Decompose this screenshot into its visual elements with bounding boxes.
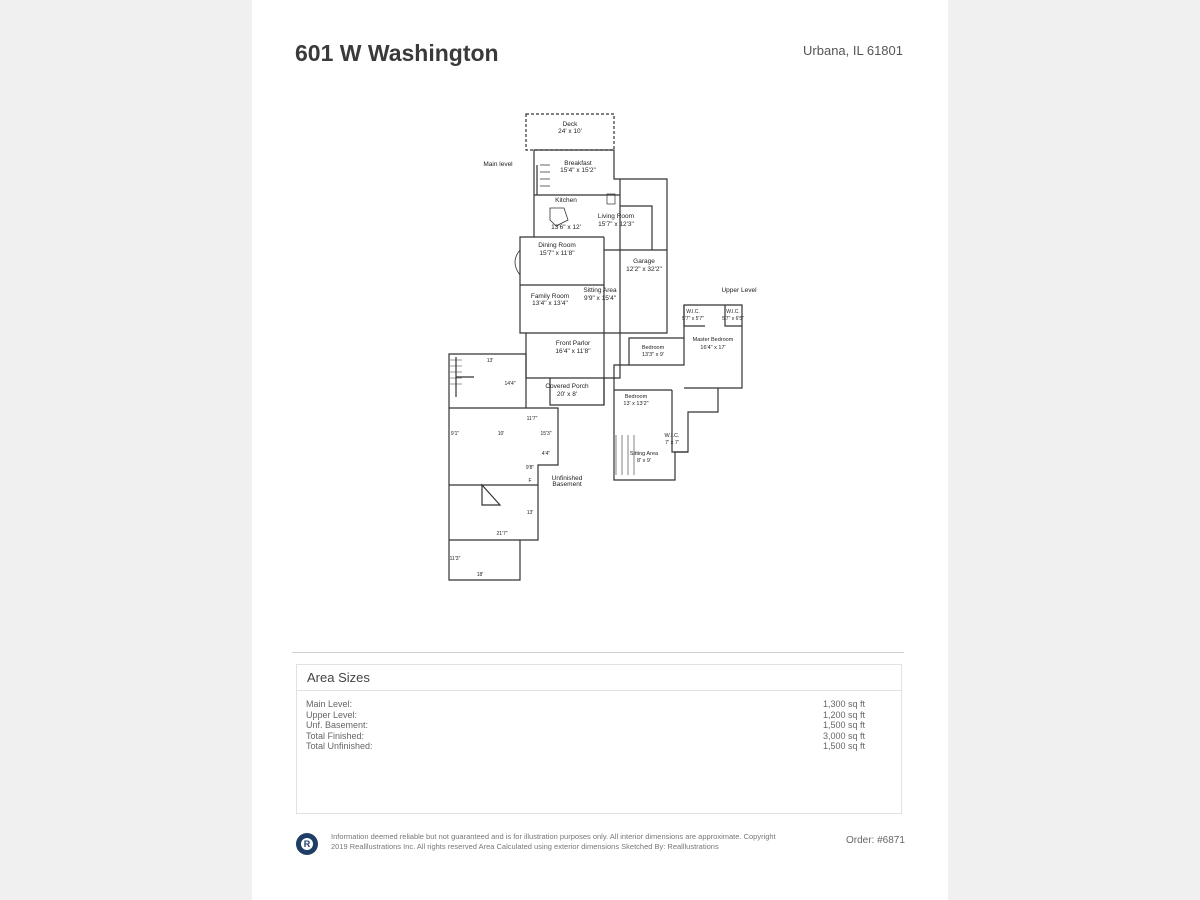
dimension-label: 9'1" [451,431,460,437]
room-name: Deck [563,121,579,128]
dimension-label: F [528,478,531,484]
room-size: 16'4" x 11'8" [555,348,591,355]
area-sizes-heading: Area Sizes [297,665,901,691]
room-size: 13'6" x 12' [551,224,581,231]
dimension-label: 14'4" [504,381,515,387]
unfinished-label: Unfinished [552,475,583,482]
property-address: 601 W Washington [295,40,499,66]
room-size: 13'3" x 9' [642,352,664,358]
area-label: Main Level: [306,699,353,709]
room-size: 12'2" x 32'2" [626,266,662,273]
room-size: 24' x 10' [558,128,582,135]
area-label: Total Unfinished: [306,741,373,751]
upper-level-label: Upper Level [721,287,757,294]
area-value: 1,300 sq ft [823,699,866,709]
dimension-label: 11'7" [527,416,538,422]
room-name: Breakfast [564,160,592,167]
main-level-label: Main level [483,161,513,168]
area-label: Unf. Basement: [306,720,369,730]
area-row: Total Unfinished: 1,500 sq ft [297,741,901,752]
room-name: Front Parlor [556,340,591,347]
room-size: 15'4" x 15'2" [560,167,596,174]
area-row: Main Level: 1,300 sq ft [297,699,901,710]
floor-plan: Main level Upper Level Unfinished Baseme… [448,113,757,581]
report-sheet: 601 W Washington Urbana, IL 61801 [252,0,948,900]
room-name: Kitchen [555,197,577,204]
logo-letter: R [303,839,311,849]
dimension-label: 11'3" [450,556,461,562]
area-row: Upper Level: 1,200 sq ft [297,710,901,721]
area-label: Total Finished: [306,730,365,741]
area-value: 3,000 sq ft [823,730,866,741]
room-name: W.I.C. [686,309,700,315]
room-name: W.I.C. [665,433,680,439]
dimension-label: 13' [527,510,534,516]
order-number: Order: #6871 [846,835,905,846]
area-row: Unf. Basement: 1,500 sq ft [297,720,901,731]
dimension-label: 10' [498,431,505,437]
dimension-label: 15'3" [540,431,551,437]
dimension-label: 13' [487,358,494,364]
basement-label: Basement [552,481,581,488]
room-name: Sitting Area [583,287,617,294]
area-sizes-list: Main Level: 1,300 sq ft Upper Level: 1,2… [297,691,901,752]
room-size: 15'7" x 12'3" [598,221,634,228]
room-name: Bedroom [642,345,665,351]
floor-plan-walls [448,113,743,581]
dimension-label: 9'8" [526,465,535,471]
room-size: 7' x 7' [665,440,679,446]
room-size: 16'4" x 17' [700,345,725,351]
dimension-label: 4'4" [542,451,551,457]
area-sizes-panel: Area Sizes Main Level: 1,300 sq ft Upper… [296,664,902,814]
floor-plan-labels: Main level Upper Level Unfinished Baseme… [450,121,757,578]
area-label: Upper Level: [306,709,358,720]
room-name: Bedroom [625,394,648,400]
area-value: 1,200 sq ft [823,709,866,720]
room-size: 20' x 8' [557,391,577,398]
basement-dimensions: 13' 14'4" 11'7" 9'1" 10' 15'3" 4'4" 9'8"… [450,358,552,578]
room-name: Living Room [598,213,634,220]
disclaimer-text: Information deemed reliable but not guar… [331,832,776,851]
room-size: 8' x 9' [637,458,651,464]
section-divider [292,652,904,653]
area-value: 1,500 sq ft [823,741,866,751]
room-name: Dining Room [538,242,576,249]
room-size: 5'7" x 6'5" [722,316,744,322]
dimension-label: 18' [477,572,484,578]
room-size: 9'9" x 15'4" [584,295,617,302]
room-size: 13' x 13'2" [623,401,648,407]
property-city: Urbana, IL 61801 [803,43,903,58]
logo-ring: R [301,838,313,850]
room-name: W.I.C. [726,309,740,315]
room-name: Sitting Area [630,451,659,457]
room-name: Family Room [531,293,569,300]
dimension-label: 21'7" [496,531,507,537]
company-logo: R [296,833,318,855]
room-name: Garage [633,258,655,265]
room-name: Master Bedroom [693,337,734,343]
room-size: 5'7" x 5'7" [682,316,704,322]
room-size: 13'4" x 13'4" [532,300,568,307]
area-row: Total Finished: 3,000 sq ft [297,731,901,742]
area-value: 1,500 sq ft [823,720,866,730]
room-size: 15'7" x 11'8" [539,250,575,257]
room-name: Covered Porch [545,383,589,390]
